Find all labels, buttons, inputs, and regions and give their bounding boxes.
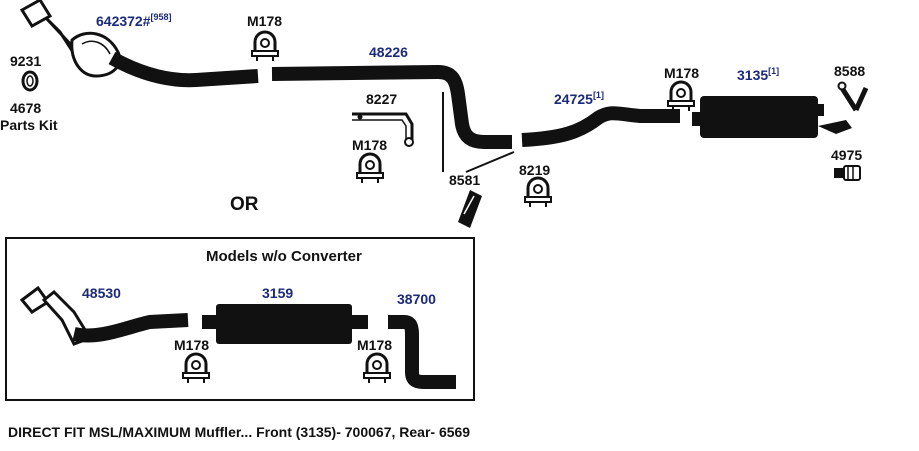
label-642372: 642372#[958] xyxy=(96,12,172,29)
label-38700: 38700 xyxy=(397,291,436,307)
tailpipe-38700[interactable] xyxy=(388,315,456,389)
front-pipe[interactable] xyxy=(108,51,259,88)
label-24725: 24725[1] xyxy=(554,90,604,107)
label-8581: 8581 xyxy=(449,172,480,188)
label-3135: 3135[1] xyxy=(737,66,779,83)
bracket-8227[interactable] xyxy=(352,112,414,147)
intermediate-pipe-48226[interactable] xyxy=(271,64,512,149)
muffler-3135[interactable] xyxy=(692,96,852,138)
bolt-4975[interactable] xyxy=(834,165,861,181)
label-4678: 4678 xyxy=(10,100,41,116)
catalytic-converter[interactable] xyxy=(19,0,121,78)
label-parts-kit: Parts Kit xyxy=(0,117,58,133)
clamp-m178-top[interactable] xyxy=(250,30,280,63)
tailpipe-24725[interactable] xyxy=(521,106,680,147)
hanger-8581[interactable] xyxy=(458,190,482,228)
models-without-converter-box xyxy=(5,237,475,401)
label-48530: 48530 xyxy=(82,285,121,301)
leader-line xyxy=(465,151,515,173)
clamp-8219[interactable] xyxy=(523,176,553,209)
label-8588: 8588 xyxy=(834,63,865,79)
label-4975: 4975 xyxy=(831,147,862,163)
caption: DIRECT FIT MSL/MAXIMUM Muffler... Front … xyxy=(8,424,471,440)
label-m178-top: M178 xyxy=(247,13,282,29)
clamp-m178-right[interactable] xyxy=(666,80,696,113)
clamp-m178-mid[interactable] xyxy=(355,152,385,185)
muffler-3159[interactable] xyxy=(202,304,368,344)
box-title: Models w/o Converter xyxy=(206,248,362,265)
label-9231: 9231 xyxy=(10,53,41,69)
hanger-8588[interactable] xyxy=(837,81,869,112)
label-m178-mid: M178 xyxy=(352,137,387,153)
label-m178-box-right: M178 xyxy=(357,337,392,353)
clamp-m178-box-left[interactable] xyxy=(181,352,211,385)
label-m178-box-left: M178 xyxy=(174,337,209,353)
label-or: OR xyxy=(230,194,259,215)
label-8227: 8227 xyxy=(366,91,397,107)
gasket-9231[interactable] xyxy=(21,70,39,92)
label-8219: 8219 xyxy=(519,162,550,178)
label-48226: 48226 xyxy=(369,44,408,60)
front-pipe-48530[interactable] xyxy=(19,285,189,346)
label-m178-right: M178 xyxy=(664,65,699,81)
clamp-m178-box-right[interactable] xyxy=(362,352,392,385)
label-3159: 3159 xyxy=(262,285,293,301)
